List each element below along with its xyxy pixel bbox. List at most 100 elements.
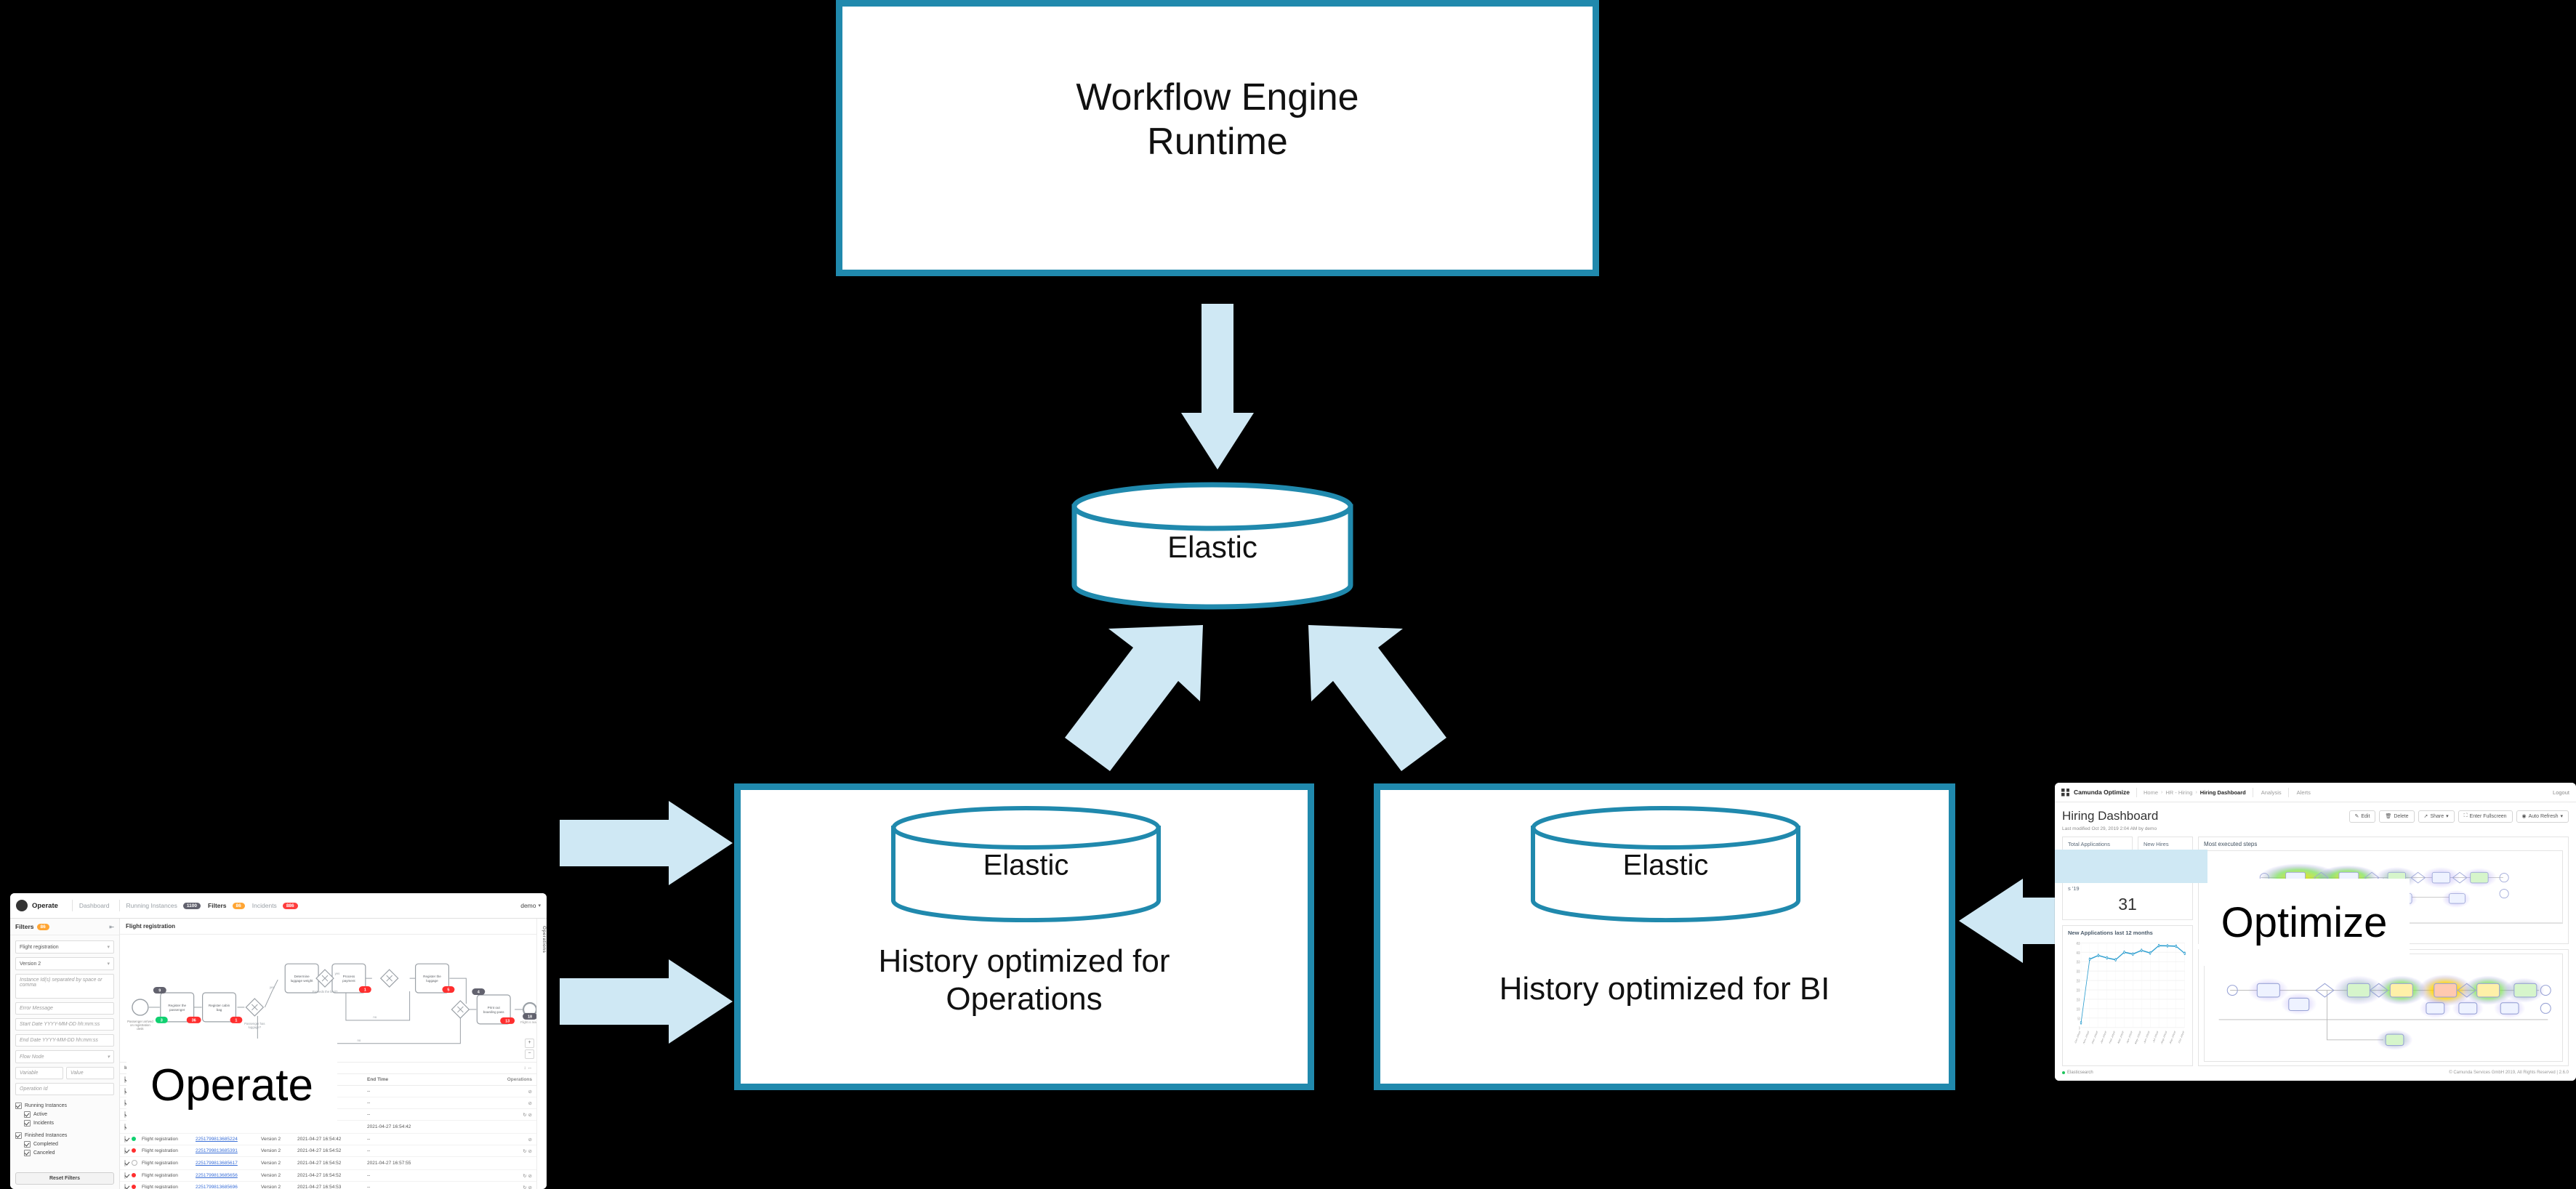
row-operations[interactable]: ⊘ [528,1100,532,1106]
process-select[interactable]: Flight registration ▾ [15,940,114,954]
checkbox-icon [124,1111,126,1118]
nav-item-dashboard[interactable]: Dashboard [79,902,110,909]
row-instance-id[interactable]: 2251799813685617 [196,1161,238,1166]
svg-text:250: 250 [2077,979,2080,983]
svg-text:Oct 2018: Oct 2018 [2074,1029,2081,1044]
checkbox-canceled[interactable]: Canceled [15,1150,114,1156]
breadcrumb-hr-hiring[interactable]: HR - Hiring [2165,789,2193,796]
svg-text:luggage: luggage [426,979,438,983]
checkbox-icon [124,1100,126,1106]
svg-text:luggage weight: luggage weight [291,979,314,983]
flow-node-select[interactable]: Flow Node ▾ [15,1050,114,1063]
version-select[interactable]: Version 2 ▾ [15,957,114,970]
row-operations[interactable]: ↻ ⊘ [523,1185,532,1189]
checkbox-finished-instances[interactable]: Finished Instances [15,1132,114,1139]
svg-text:13: 13 [505,1019,510,1023]
table-collapse-icons[interactable]: ↕ ↔ [523,1065,532,1071]
row-checkbox[interactable] [124,1148,132,1154]
row-checkbox[interactable] [124,1160,132,1166]
row-instance-id[interactable]: 2251799813685391 [196,1148,238,1153]
share-button[interactable]: ➚ Share ▾ [2418,810,2455,823]
col-end-time[interactable]: End Time [367,1077,389,1082]
row-instance-id[interactable]: 2251799813685696 [196,1185,238,1189]
zoom-in-icon[interactable]: + [525,1039,534,1048]
edit-button[interactable]: ✎ Edit [2348,810,2376,823]
user-menu[interactable]: demo [520,902,536,909]
version-select-value: Version 2 [20,961,41,967]
collapse-panel-icon[interactable]: ⇤ [109,923,114,930]
row-operations[interactable]: ↻ ⊘ [523,1148,532,1154]
elasticsearch-status: Elasticsearch [2062,1071,2093,1075]
row-checkbox[interactable] [124,1184,132,1189]
row-checkbox[interactable] [124,1124,132,1130]
svg-text:200: 200 [2077,988,2080,993]
operate-screenshot[interactable]: Operate Dashboard Running Instances 1100… [10,893,547,1189]
svg-text:Dec 2018: Dec 2018 [2091,1029,2098,1045]
row-checkbox[interactable] [124,1111,132,1118]
row-checkbox[interactable] [124,1088,132,1095]
row-operations[interactable]: ↻ ⊘ [523,1173,532,1179]
svg-text:Nov 2018: Nov 2018 [2082,1029,2090,1045]
nav-item-incidents[interactable]: Incidents [251,902,277,909]
tab-alerts[interactable]: Alerts [2296,789,2311,796]
svg-text:Passenger has: Passenger has [244,1022,265,1025]
checkbox-completed[interactable]: Completed [15,1141,114,1148]
svg-text:4: 4 [478,991,480,995]
select-all-checkbox[interactable] [124,1076,132,1083]
row-checkbox[interactable] [124,1172,132,1179]
breadcrumb-home[interactable]: Home [2143,789,2158,796]
checkbox-running-instances[interactable]: Running Instances [15,1103,114,1109]
row-instance-id[interactable]: 2251799813685656 [196,1173,238,1178]
row-instance-id[interactable]: 2251799813685224 [196,1137,238,1142]
diagram-zoom-controls[interactable]: + − [525,1039,534,1059]
svg-text:36: 36 [192,1018,196,1023]
error-message-input[interactable]: Error Message [15,1002,114,1015]
row-checkbox[interactable] [124,1100,132,1106]
auto-refresh-button[interactable]: ◉ Auto Refresh ▾ [2516,810,2569,823]
tab-analysis[interactable]: Analysis [2261,789,2282,796]
operation-id-input[interactable]: Operation Id [15,1083,114,1095]
enter-fullscreen-button[interactable]: ⛶ Enter Fullscreen [2458,810,2513,823]
row-operations[interactable]: ⊘ [528,1137,532,1142]
zoom-out-icon[interactable]: − [525,1049,534,1059]
delete-button[interactable]: 🗑 Delete [2379,810,2415,823]
checkbox-active[interactable]: Active [15,1111,114,1118]
svg-text:bag: bag [217,1008,222,1012]
row-end-time: -- [367,1148,371,1153]
end-date-input[interactable]: End Date YYYY-MM-DD hh:mm:ss [15,1034,114,1047]
row-operations[interactable]: ↻ ⊘ [523,1112,532,1118]
chevron-down-icon: ▾ [107,1055,110,1060]
kpi-partial-card[interactable]: s '19 31 [2062,881,2193,920]
svg-text:450: 450 [2077,941,2080,946]
value-input[interactable]: Value [66,1067,114,1079]
checkbox-icon [24,1150,31,1156]
optimize-overlay-extension [2055,850,2207,883]
operate-overlay-text: Operate [150,1060,314,1111]
start-date-input[interactable]: Start Date YYYY-MM-DD hh:mm:ss [15,1018,114,1031]
operations-rail[interactable]: Operations [536,919,547,1189]
reset-filters-button[interactable]: Reset Filters [15,1172,114,1185]
row-operations[interactable]: ⊘ [528,1089,532,1095]
optimize-screenshot[interactable]: Camunda Optimize Home › HR - Hiring › Hi… [2055,783,2576,1081]
checkbox-incidents[interactable]: Incidents [15,1120,114,1126]
svg-text:Mar 2019: Mar 2019 [2117,1029,2125,1044]
instance-ids-input[interactable]: Instance Id(s) separated by space or com… [15,974,114,999]
row-end-time: -- [367,1137,371,1142]
heatmap-bottom-card[interactable] [2198,948,2569,1066]
logout-link[interactable]: Logout [2553,789,2569,796]
variable-input[interactable]: Variable [15,1067,63,1079]
chevron-right-icon: › [2195,789,2197,795]
nav-item-filters[interactable]: Filters [208,902,227,909]
nav-item-running-instances[interactable]: Running Instances [126,902,177,909]
row-version: Version 2 [261,1137,281,1142]
heatmap-bottom[interactable] [2204,953,2563,1062]
row-checkbox[interactable] [124,1136,132,1142]
line-chart-title: New Applications last 12 months [2068,930,2153,936]
svg-text:Aug 2019: Aug 2019 [2160,1029,2168,1045]
